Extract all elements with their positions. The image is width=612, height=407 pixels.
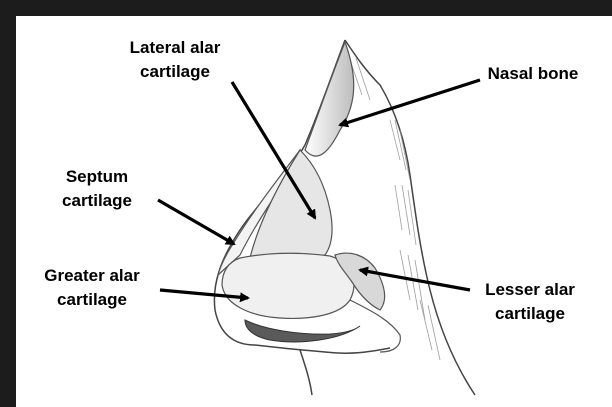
label-lateral-alar-cartilage: Lateral alar cartilage bbox=[105, 36, 245, 84]
nostril-shape bbox=[245, 320, 360, 342]
arrow-nasal-bone bbox=[340, 80, 480, 125]
label-line: Septum bbox=[42, 165, 152, 189]
label-line: Greater alar bbox=[22, 264, 162, 288]
label-line: cartilage bbox=[105, 60, 245, 84]
label-line: cartilage bbox=[470, 302, 590, 326]
arrow-septum bbox=[158, 200, 234, 244]
label-line: Lesser alar bbox=[470, 278, 590, 302]
label-septum-cartilage: Septum cartilage bbox=[42, 165, 152, 213]
label-line: cartilage bbox=[22, 288, 162, 312]
nasal-bone-shape bbox=[305, 42, 354, 156]
label-lesser-alar-cartilage: Lesser alar cartilage bbox=[470, 278, 590, 326]
cheek-hatching bbox=[350, 58, 440, 360]
label-greater-alar-cartilage: Greater alar cartilage bbox=[22, 264, 162, 312]
label-line: Nasal bone bbox=[478, 62, 588, 86]
label-line: Lateral alar bbox=[105, 36, 245, 60]
label-nasal-bone: Nasal bone bbox=[478, 62, 588, 86]
greater-alar-cartilage-shape bbox=[222, 253, 354, 318]
label-line: cartilage bbox=[42, 189, 152, 213]
